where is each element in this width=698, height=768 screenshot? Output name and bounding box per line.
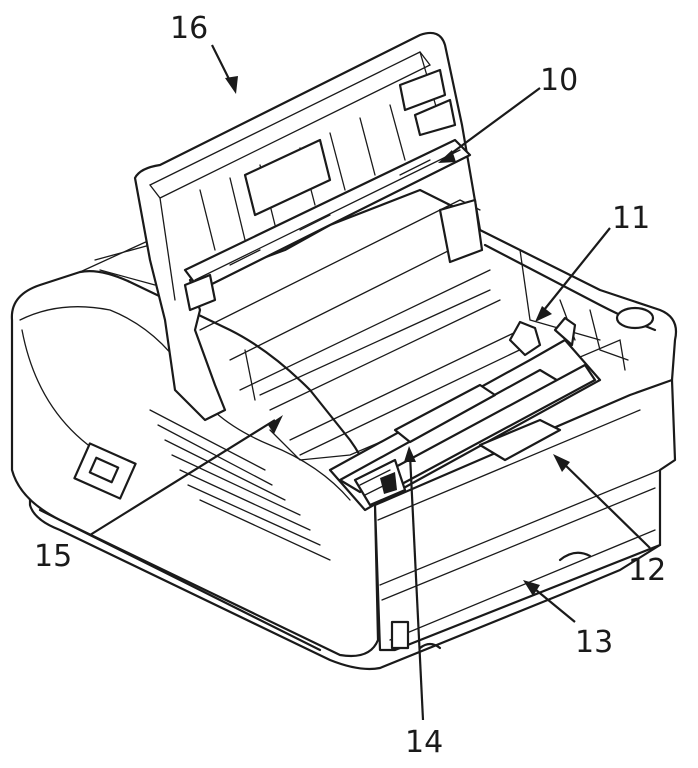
callout-10: 10 [540,63,578,98]
callout-12: 12 [628,553,666,588]
printer-body [10,270,677,671]
leader-12 [559,459,651,549]
leader-11 [539,227,611,316]
callout-14: 14 [405,725,443,760]
callout-13: 13 [575,625,613,660]
toner-cartridge [328,316,602,512]
leader-14 [408,454,425,721]
callout-16: 16 [170,11,208,46]
callout-11: 11 [612,201,650,236]
callout-labels: 16 10 11 15 12 13 14 [34,11,666,760]
callout-15: 15 [34,539,72,574]
top-rim [478,228,678,382]
top-cover [133,31,491,422]
leader-15 [89,419,276,536]
leader-10 [444,87,541,159]
leader-lines [89,44,651,721]
leader-13 [529,584,576,623]
